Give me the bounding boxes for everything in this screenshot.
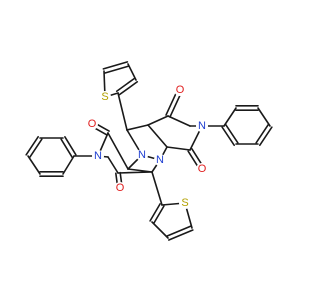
- atom-label-n: N: [198, 120, 206, 132]
- bond: [149, 203, 161, 222]
- bond: [167, 115, 191, 127]
- bond: [255, 123, 269, 144]
- bond: [107, 156, 119, 174]
- bond: [168, 229, 194, 241]
- bond: [103, 65, 130, 74]
- atom-label-background: [196, 163, 208, 175]
- bond-layer: [25, 61, 273, 241]
- bond: [127, 63, 137, 81]
- atom-label-background: [86, 118, 98, 130]
- bond: [151, 171, 163, 206]
- atom-label-background: [179, 197, 191, 209]
- bond: [117, 171, 153, 174]
- bond: [166, 146, 191, 151]
- bond: [102, 61, 129, 70]
- bond: [27, 155, 41, 175]
- bond: [115, 77, 136, 93]
- bond: [221, 126, 235, 147]
- bond: [223, 107, 237, 127]
- bond: [225, 123, 239, 144]
- atom-label-background: [196, 120, 208, 132]
- atom-label-background: [92, 150, 104, 162]
- bond: [147, 115, 169, 126]
- bond: [126, 124, 149, 131]
- atom-label-n: N: [94, 150, 102, 162]
- atom-label-background: [174, 84, 186, 96]
- bond: [25, 135, 39, 156]
- atom-label-o: O: [116, 182, 125, 194]
- atom-label-background: [136, 149, 148, 161]
- bond: [117, 92, 128, 131]
- atom-label-o: O: [88, 118, 97, 130]
- bond: [259, 126, 273, 147]
- bond: [107, 132, 129, 170]
- atom-label-s: S: [181, 197, 188, 209]
- bond: [151, 221, 169, 239]
- bond: [257, 107, 271, 127]
- bond: [147, 124, 168, 148]
- atom-label-background: [99, 91, 111, 103]
- bond: [153, 205, 165, 224]
- atom-label-n: N: [138, 149, 146, 161]
- atom-label-o: O: [176, 84, 185, 96]
- atom-label-o: O: [198, 163, 207, 175]
- bond: [60, 138, 73, 158]
- bond: [118, 80, 139, 96]
- bond: [64, 136, 77, 156]
- atom-label-s: S: [101, 91, 108, 103]
- atom-label-background: [114, 182, 126, 194]
- bond: [62, 155, 75, 175]
- bond: [166, 225, 192, 237]
- bond: [29, 138, 43, 159]
- atom-label-background: [154, 154, 166, 166]
- atom-label-n: N: [156, 154, 164, 166]
